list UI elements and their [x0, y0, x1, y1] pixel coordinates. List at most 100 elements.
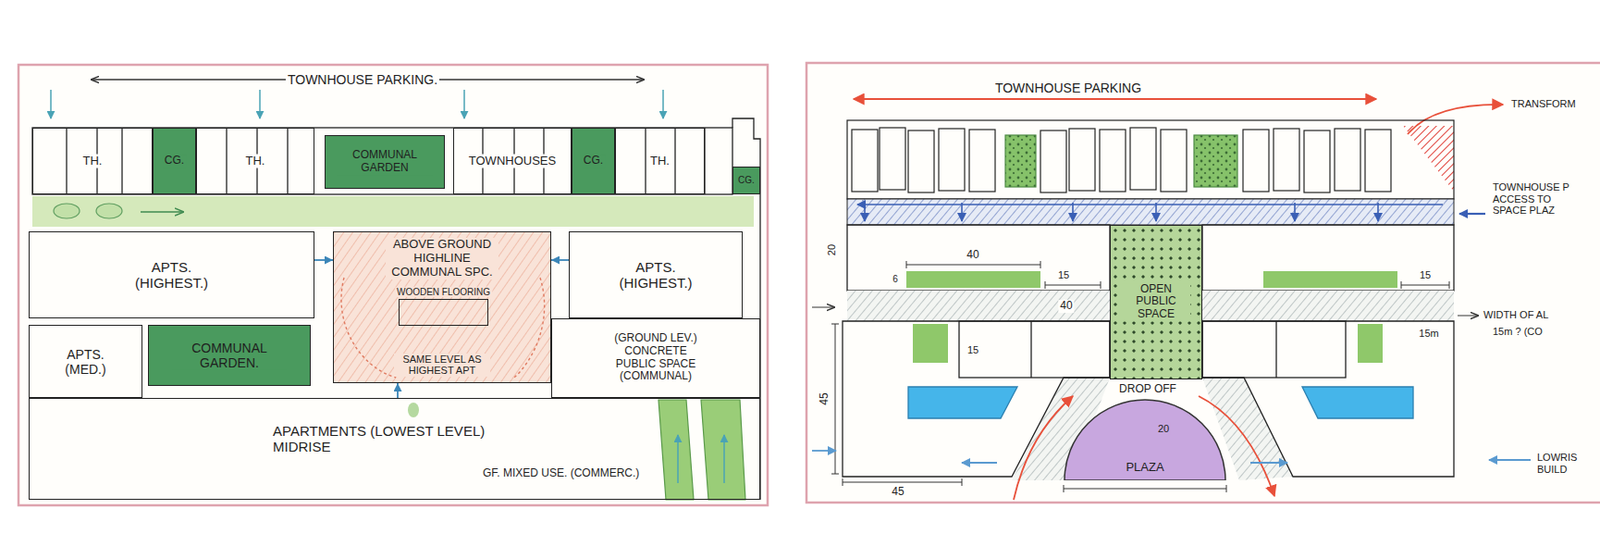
open-space: OPEN PUBLIC SPACE [1109, 224, 1203, 380]
access-arrow [662, 89, 665, 119]
townhouse-row [1040, 130, 1067, 193]
dimension-line [1045, 281, 1101, 289]
zone-label: CG. [736, 174, 757, 186]
traffic-arrow [1489, 458, 1531, 461]
townhouse-group: TH. [615, 127, 705, 195]
green-ramp [658, 399, 694, 500]
apartment-block [1302, 386, 1414, 419]
flow-arrow [396, 382, 399, 398]
access-arrow [258, 89, 261, 119]
apartment-block [1263, 270, 1398, 288]
townhouse-row [1099, 129, 1126, 192]
callout-note: WIDTH OF AL [1481, 308, 1551, 321]
access-corridor [847, 198, 1486, 225]
floor-inset: WOODEN FLOORING [398, 298, 489, 326]
townhouse-row [286, 127, 288, 195]
townhouse-row [851, 129, 878, 192]
townhouse-row [1130, 127, 1157, 190]
traffic-arrow [812, 395, 1531, 500]
townhouse-row [121, 127, 123, 195]
townhouse-row [938, 128, 965, 191]
panel-frame [18, 64, 768, 505]
zone-label: SAME LEVEL AS HIGHEST APT [393, 353, 491, 377]
drop-off-road [1011, 377, 1293, 480]
dimension-label: 45 [889, 485, 906, 499]
townhouse-row [1273, 128, 1300, 191]
access-arrow [463, 89, 466, 119]
townhouse-row [1160, 129, 1187, 192]
zone-label: TH. [648, 154, 672, 169]
apartment-block [1202, 224, 1454, 291]
zone-label: CG. [162, 154, 186, 168]
townhouse-row [32, 118, 761, 500]
dimension-line [1401, 281, 1450, 289]
access-corridor [1293, 202, 1296, 222]
townhouse-row [674, 127, 676, 195]
communal-garden: COMMUNAL GARDEN [324, 135, 445, 189]
zone-label: APTS. (HIGHEST.) [603, 258, 709, 292]
townhouse-row [1005, 135, 1036, 187]
plaza-semicircle: PLAZA [1063, 398, 1227, 480]
townhouse-row [1193, 135, 1238, 187]
dimension-label: 20 [1156, 422, 1171, 435]
dimension-label: 15 [1417, 269, 1433, 282]
plaza-outline [1064, 399, 1226, 480]
flow-arrow [551, 258, 569, 261]
parking-label: TOWNHOUSE PARKING [993, 80, 1144, 96]
apartment-block [1202, 320, 1454, 477]
zone-label: WOODEN FLOORING [394, 286, 493, 298]
panel-frame [806, 62, 1600, 503]
apartment-block [1202, 290, 1454, 321]
zone-label: TH. [244, 154, 268, 169]
townhouse-row [908, 130, 935, 193]
access-corridor [857, 203, 1443, 206]
dimension-line [906, 260, 1041, 269]
green-walkway [53, 203, 80, 219]
access-arrow [50, 89, 664, 119]
apartment-block [1202, 320, 1346, 378]
traffic-arrow [1013, 395, 1073, 500]
parking-label: TOWNHOUSE PARKING. [285, 72, 440, 87]
highline-hatch [332, 231, 552, 383]
zone-label: APTS. (HIGHEST.) [119, 258, 225, 292]
zone-label: TOWNHOUSES [467, 154, 558, 169]
callout-note: 15m ? (CO [1490, 325, 1545, 338]
communal-garden: COMMUNAL GARDEN. [147, 324, 311, 386]
townhouse-row [1304, 130, 1330, 193]
townhouse-row [225, 127, 227, 195]
apartment-block [906, 270, 1041, 288]
access-corridor [847, 198, 1454, 225]
dimension-line [1457, 315, 1478, 317]
callout-note: TRANSFORM [1509, 98, 1578, 111]
panel-frame [18, 64, 768, 505]
transformer-zone [1403, 104, 1503, 192]
apartment-block [1275, 320, 1277, 378]
dimension-line [1063, 484, 1227, 493]
traffic-arrow [1250, 461, 1288, 464]
zone-label: COMMUNAL GARDEN [336, 148, 433, 175]
access-corridor [1071, 202, 1074, 222]
zone-label: ABOVE GROUND HIGHLINE COMMUNAL SPC. [385, 237, 499, 280]
parking-arrow [853, 98, 1377, 100]
townhouse-row [644, 127, 646, 195]
townhouse-row [65, 127, 67, 195]
townhouse-group: TH. [32, 127, 153, 195]
zone-label: APARTMENTS (LOWEST LEVEL) MIDRISE [270, 422, 520, 456]
zone-label: (GROUND LEV.) CONCRETE PUBLIC SPACE (COM… [607, 332, 704, 383]
apartment-block: APTS. (HIGHEST.) [28, 231, 315, 319]
transformer-zone [1403, 125, 1454, 192]
apartment-block [847, 224, 1110, 291]
zone-label: TH. [81, 154, 105, 169]
townhouse-row [32, 127, 733, 195]
apartment-block [1357, 323, 1383, 363]
access-corridor [960, 202, 963, 222]
flow-arrow [314, 258, 333, 261]
dimension-label: 6 [890, 273, 900, 285]
green-ramp [723, 434, 726, 483]
zone-label: GF. MIXED USE. (COMMERC.) [480, 467, 641, 480]
communal-garden-plot: CG. [152, 127, 197, 195]
townhouse-row [1243, 129, 1269, 192]
